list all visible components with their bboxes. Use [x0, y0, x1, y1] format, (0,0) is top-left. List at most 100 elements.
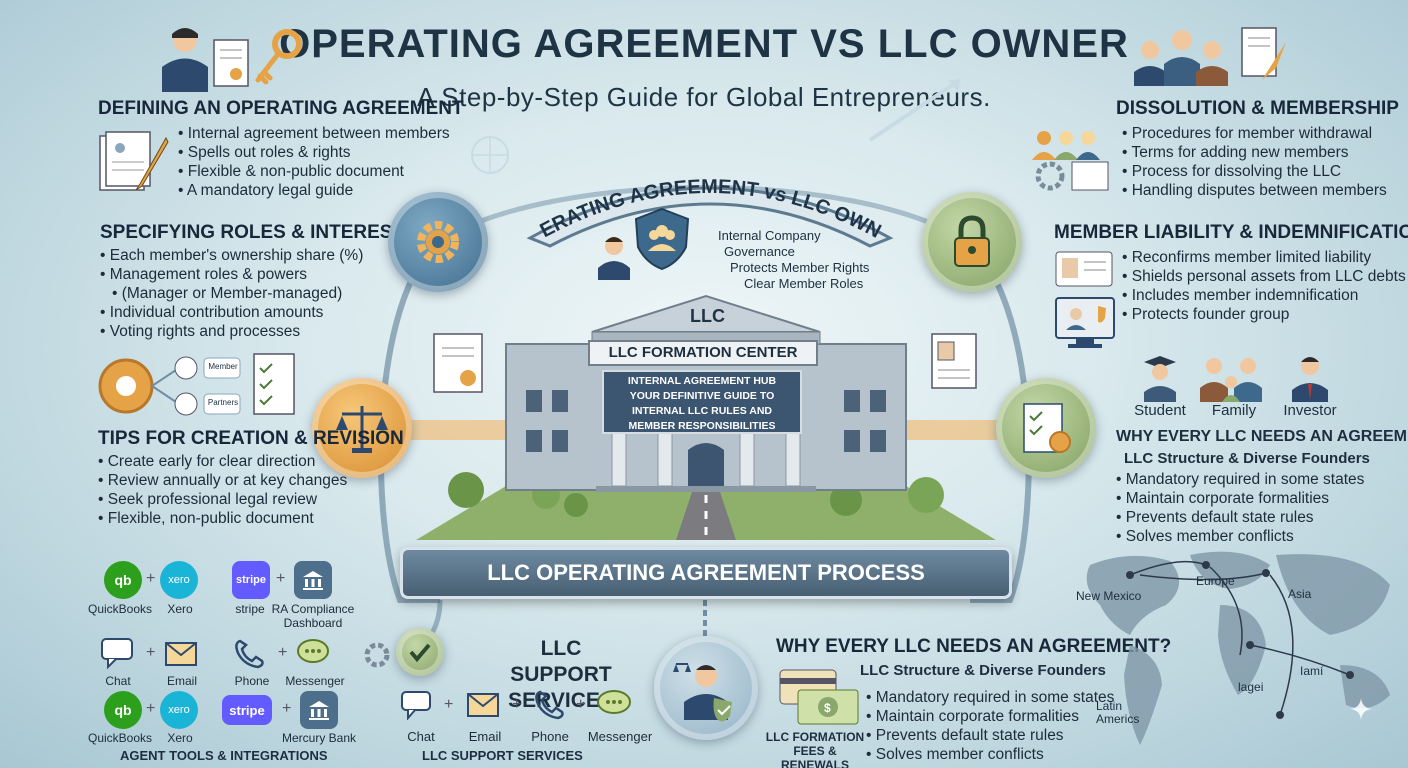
governance-item: Governance	[724, 244, 795, 259]
channel-label: Messenger	[587, 729, 653, 744]
map-label: Europe	[1196, 574, 1235, 588]
process-banner: LLC Operating Agreement Process	[400, 547, 1012, 599]
defining-title: Defining an Operating Agreement	[98, 98, 464, 119]
plus-sign: +	[282, 700, 292, 717]
why-bottom-subtitle: LLC Structure & Diverse Founders	[860, 662, 1106, 679]
list-item: Handling disputes between members	[1122, 181, 1387, 200]
list-item: Procedures for member withdrawal	[1122, 124, 1387, 143]
tool-label: RA Compliance Dashboard	[271, 602, 355, 630]
list-item: Flexible & non-public document	[178, 162, 450, 181]
document-pen-icon	[99, 131, 169, 191]
plaque-line: Internal Agreement Hub	[627, 375, 777, 387]
list-item: Spells out roles & rights	[178, 143, 450, 162]
support-footer: LLC Support Services	[422, 748, 583, 763]
checklist-circle	[996, 378, 1096, 478]
fees-line: LLC Formation	[765, 730, 865, 744]
plus-sign: +	[512, 696, 522, 713]
list-item: Maintain corporate formalities	[1116, 489, 1364, 508]
xero-icon: xero	[160, 561, 198, 599]
gear-icon	[417, 221, 459, 263]
list-item: Seek professional legal review	[98, 490, 347, 509]
lock-circle	[922, 192, 1022, 292]
list-item: Terms for adding new members	[1122, 143, 1387, 162]
list-item: Includes member indemnification	[1122, 286, 1406, 305]
map-label: Iamí	[1300, 664, 1324, 678]
governance-item: Clear Member Roles	[744, 276, 864, 291]
liability-list: Reconfirms member limited liability Shie…	[1122, 248, 1406, 324]
map-label: Asia	[1288, 587, 1312, 601]
person-icon	[598, 237, 630, 280]
checkmark-circle	[396, 628, 444, 676]
building-plaque: Internal Agreement Hub Your definitive g…	[602, 370, 802, 434]
tool-label: stripe	[235, 602, 265, 616]
map-label: lagei	[1238, 680, 1264, 694]
page-subtitle: A Step-by-Step Guide for Global Entrepre…	[417, 82, 991, 112]
quickbooks-icon: qb	[104, 691, 142, 729]
list-item: Flexible, non-public document	[98, 509, 347, 528]
phone-icon	[535, 690, 564, 720]
messenger-icon	[297, 639, 329, 663]
list-item: Voting rights and processes	[100, 322, 363, 341]
shield-group-icon	[634, 207, 690, 271]
dissolution-list: Procedures for member withdrawal Terms f…	[1122, 124, 1387, 200]
governance-item: Internal Company	[718, 228, 821, 243]
advisor-icon	[673, 663, 732, 722]
why-right-list: Mandatory required in some states Mainta…	[1116, 470, 1365, 546]
id-document-icon	[931, 333, 977, 389]
channel-label: Chat	[407, 729, 435, 744]
list-item: Review annually or at key changes	[98, 471, 348, 490]
member-partners-diagram	[98, 353, 295, 416]
chat-icon	[401, 691, 431, 720]
id-card-monitor-icon	[1055, 251, 1115, 348]
list-item: Mandatory required in some states	[866, 688, 1115, 707]
list-item: Protects founder group	[1122, 305, 1406, 324]
list-item: Mandatory required in some states	[1116, 470, 1365, 489]
map-label: Latin Americs	[1096, 699, 1140, 726]
list-item: Prevents default state rules	[1116, 508, 1364, 527]
list-item: Each member's ownership share (%)	[100, 246, 364, 265]
founder-label: Student	[1134, 402, 1186, 419]
list-item: Maintain corporate formalities	[866, 707, 1114, 726]
members-document-icon	[1032, 131, 1109, 191]
tools-footer: Agent Tools & Integrations	[120, 748, 328, 763]
channel-label: Phone	[234, 674, 270, 688]
stripe-icon: stripe	[222, 695, 272, 725]
tips-title: Tips for Creation & Revision	[98, 428, 404, 449]
list-item: Individual contribution amounts	[100, 303, 363, 322]
checklist-certificate-icon	[1023, 403, 1071, 453]
tool-label: Mercury Bank	[281, 731, 357, 745]
list-item: Prevents default state rules	[866, 726, 1114, 745]
fees-line: Fees & Renewals	[780, 744, 849, 768]
dissolution-title: Dissolution & Membership	[1116, 98, 1399, 119]
list-item: Solves member conflicts	[1116, 527, 1364, 546]
channel-label: Email	[166, 674, 197, 688]
page-title: Operating Agreement vs LLC Owner	[279, 22, 1129, 66]
businessman-key-illustration	[162, 28, 302, 92]
list-item: Shields personal assets from LLC debts	[1122, 267, 1406, 286]
email-icon	[467, 693, 499, 717]
list-item: Solves member conflicts	[866, 745, 1114, 764]
plaque-line: internal LLC rules and	[632, 405, 772, 417]
founder-label: Family	[1211, 402, 1257, 419]
plus-sign: +	[276, 570, 286, 587]
group-document-illustration	[1134, 27, 1286, 86]
plus-sign: +	[576, 696, 586, 713]
arch-banner	[526, 186, 894, 248]
why-bottom-list: Mandatory required in some states Mainta…	[866, 688, 1115, 764]
plus-sign: +	[444, 696, 454, 713]
family-icon	[1200, 358, 1262, 402]
list-item: Reconfirms member limited liability	[1122, 248, 1406, 267]
plus-sign: +	[146, 570, 156, 587]
list-item: A mandatory legal guide	[178, 181, 450, 200]
phone-icon	[235, 639, 264, 669]
plus-sign: +	[146, 644, 156, 661]
advisor-circle	[654, 636, 758, 740]
liability-title: Member Liability & Indemnification	[1054, 222, 1408, 243]
list-item: Create early for clear direction	[98, 452, 347, 471]
certificate-icon	[433, 333, 483, 393]
building-sign: LLC Formation Center	[588, 340, 818, 366]
scales-of-justice-icon	[336, 406, 388, 453]
gear-icon	[364, 642, 390, 668]
checkmark-icon	[409, 643, 431, 663]
channel-label: Messenger	[285, 674, 345, 688]
